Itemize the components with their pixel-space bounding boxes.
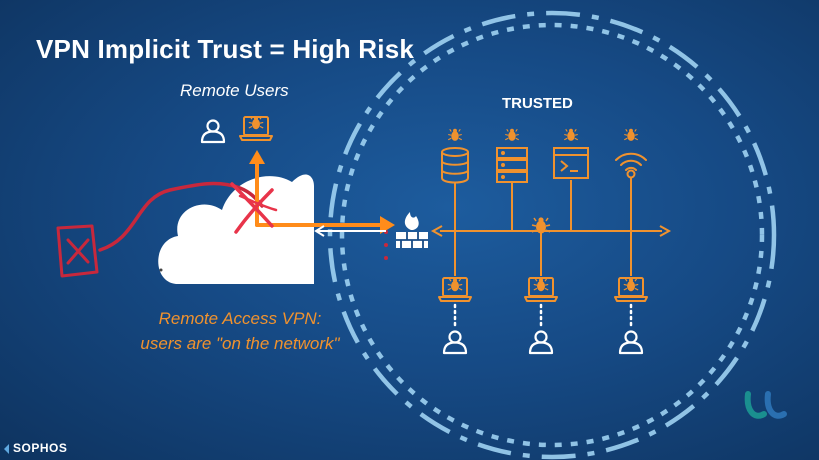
- remote-laptop-bug-icon: [248, 115, 264, 130]
- trusted-zone-inner-ring: [339, 22, 765, 448]
- cursor-mark: [159, 268, 163, 272]
- terminal-bug-icon: [563, 128, 579, 142]
- trusted-label: TRUSTED: [502, 95, 573, 112]
- blocked-dots: [384, 230, 388, 260]
- threat-path: [98, 181, 264, 252]
- tunnel-arrow-left: [314, 225, 325, 237]
- terminal-window-icon: [553, 147, 589, 179]
- slide-title: VPN Implicit Trust = High Risk: [36, 34, 415, 64]
- remote-user-icon: [200, 119, 226, 144]
- vpn-caption: Remote Access VPN: users are "on the net…: [110, 306, 370, 356]
- breach-x-mark: [230, 182, 278, 234]
- trusted-zone-outer-ring: [327, 10, 777, 460]
- vpn-caption-line-1: Remote Access VPN:: [158, 309, 322, 328]
- malicious-document-icon: [56, 224, 99, 278]
- trusted-laptop-1-bug-icon: [447, 277, 463, 292]
- vpn-connection-arrows: [255, 158, 382, 227]
- trusted-user-3-icon: [618, 330, 644, 355]
- trusted-user-1-icon: [442, 330, 468, 355]
- trusted-laptop-3-bug-icon: [623, 277, 639, 292]
- bus-arrow-left: [430, 225, 443, 237]
- arrow-head-up: [249, 150, 265, 164]
- database-bug-icon: [447, 128, 463, 142]
- firewall-icon: [396, 212, 428, 248]
- wifi-bug-icon: [623, 128, 639, 142]
- vpn-caption-line-2: users are "on the network": [140, 334, 340, 353]
- bus-bug-icon: [531, 216, 551, 235]
- network-bus: [440, 178, 662, 276]
- bus-arrow-right: [659, 225, 672, 237]
- arrow-head-right: [380, 216, 395, 234]
- wifi-icon: [615, 152, 647, 179]
- remote-users-label: Remote Users: [180, 81, 289, 100]
- sophos-mark-icon: [4, 444, 9, 454]
- server-rack-icon: [496, 147, 528, 183]
- database-icon: [441, 147, 469, 184]
- trusted-laptop-2-bug-icon: [533, 277, 549, 292]
- server-bug-icon: [504, 128, 520, 142]
- corner-logo-icon: [744, 391, 787, 419]
- trusted-user-2-icon: [528, 330, 554, 355]
- sophos-brand: SOPHOS: [13, 441, 68, 455]
- laptop-user-links: [453, 303, 633, 327]
